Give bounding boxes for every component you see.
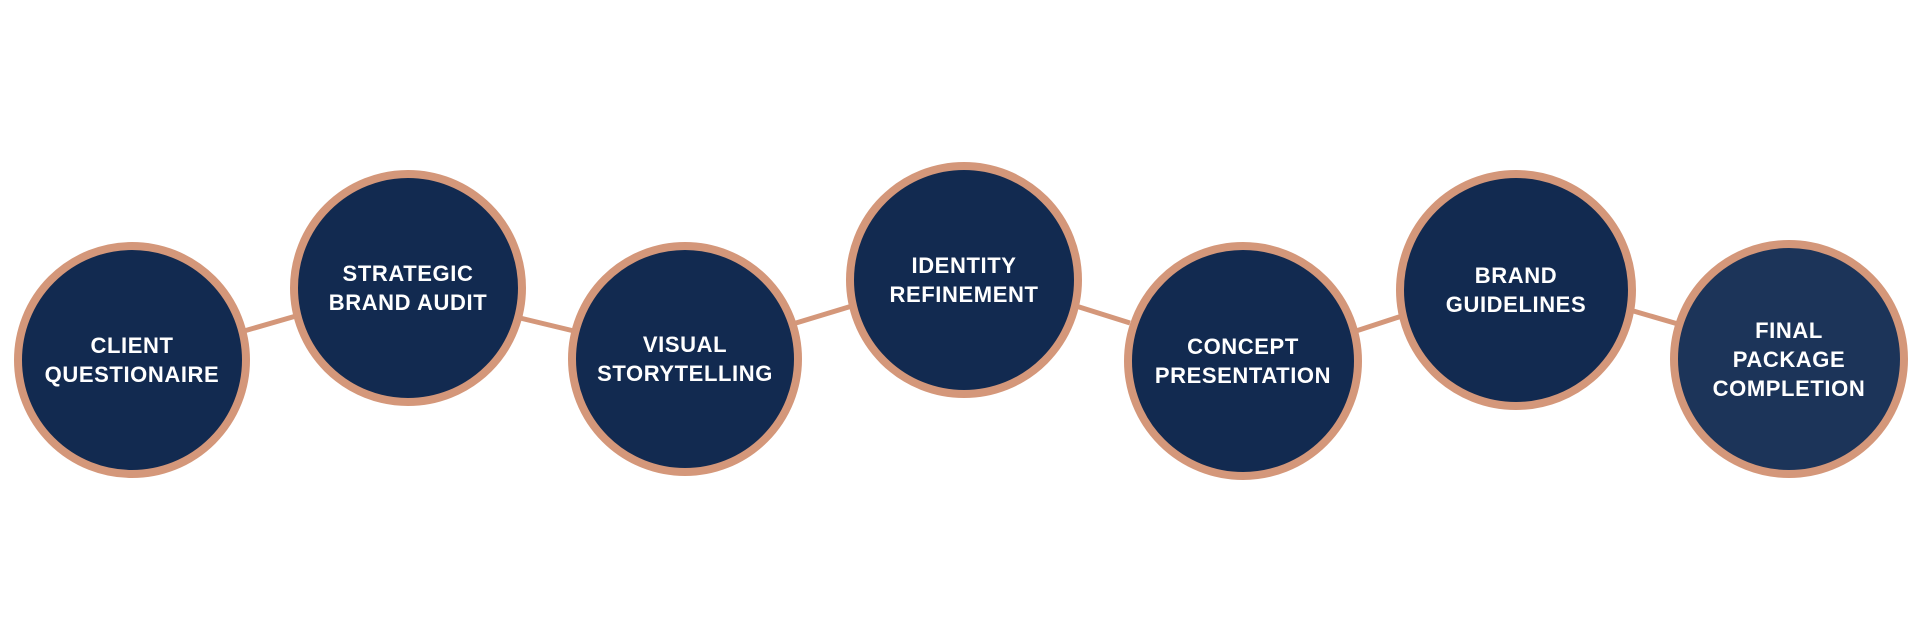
step-label: FINAL PACKAGE COMPLETION [1712,317,1866,401]
step-client-questionaire: CLIENT QUESTIONAIRE [14,242,250,478]
step-visual-storytelling: VISUAL STORYTELLING [568,242,802,476]
connector-4-5 [1075,303,1131,326]
step-identity-refinement: IDENTITY REFINEMENT [846,162,1082,398]
step-label: CLIENT QUESTIONAIRE [44,333,220,387]
connector-6-7 [1629,307,1679,327]
connector-5-6 [1355,313,1403,334]
step-final-package-completion: FINAL PACKAGE COMPLETION [1670,240,1908,478]
step-label: CONCEPT PRESENTATION [1154,334,1332,388]
step-brand-guidelines: BRAND GUIDELINES [1396,170,1636,410]
step-label: VISUAL STORYTELLING [597,332,773,386]
step-concept-presentation: CONCEPT PRESENTATION [1124,242,1362,480]
connector-1-2 [243,313,297,334]
step-strategic-brand-audit: STRATEGIC BRAND AUDIT [290,170,526,406]
connector-2-3 [519,315,575,334]
step-label: STRATEGIC BRAND AUDIT [328,261,488,315]
step-label: IDENTITY REFINEMENT [889,253,1039,307]
step-label: BRAND GUIDELINES [1445,263,1587,317]
connector-3-4 [795,303,853,326]
